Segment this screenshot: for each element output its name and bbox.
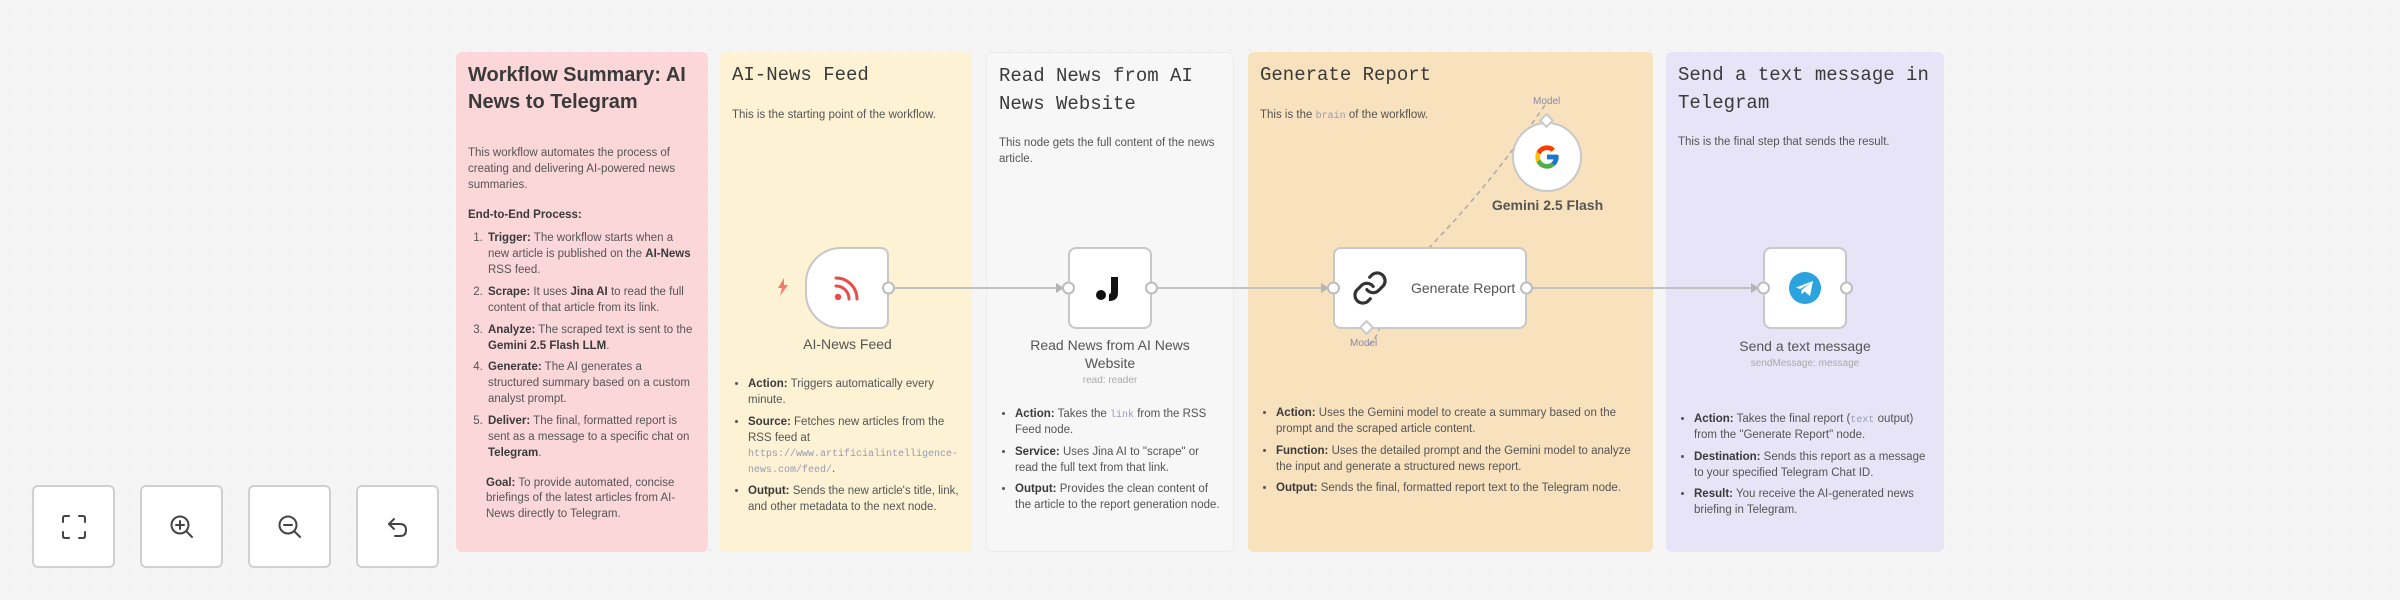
input-port[interactable] xyxy=(1327,281,1340,295)
process-steps: Trigger: The workflow starts when a new … xyxy=(468,231,696,461)
gemini-port-label: Model xyxy=(1533,96,1561,107)
connection-report-to-telegram[interactable] xyxy=(1530,287,1755,289)
arrow-head-icon xyxy=(1751,283,1759,293)
feed-note-intro: This is the starting point of the workfl… xyxy=(732,108,936,121)
node-label: Read News from AI News Website xyxy=(1030,337,1190,372)
model-port-label: Model xyxy=(1350,338,1378,349)
output-port[interactable] xyxy=(1145,281,1158,295)
step-item: Trigger: The workflow starts when a new … xyxy=(486,231,696,279)
sticky-telegram[interactable]: Send a text message in Telegram This is … xyxy=(1666,52,1944,552)
node-subtitle: sendMessage: message xyxy=(1750,358,1860,369)
lightning-trigger-icon xyxy=(778,278,788,296)
bullet-item: Action: Triggers automatically every min… xyxy=(748,377,960,409)
bullet-item: Result: You receive the AI-generated new… xyxy=(1694,487,1932,519)
step-item: Scrape: It uses Jina AI to read the full… xyxy=(486,285,696,317)
arrow-head-icon xyxy=(1321,283,1329,293)
undo-icon xyxy=(387,517,407,537)
jina-icon xyxy=(1096,277,1118,301)
bullet-item: Service: Uses Jina AI to "scrape" or rea… xyxy=(1015,445,1221,477)
telegram-icon xyxy=(1789,272,1821,304)
output-port[interactable] xyxy=(882,281,895,295)
report-note-bullets: Action: Uses the Gemini model to create … xyxy=(1260,406,1641,503)
zoom-in-button[interactable] xyxy=(140,485,223,568)
bullet-item: Function: Uses the detailed prompt and t… xyxy=(1276,444,1641,476)
reader-note-intro: This node gets the full content of the n… xyxy=(999,137,1215,165)
bullet-item: Action: Takes the final report (text out… xyxy=(1694,412,1932,444)
node-generate-report[interactable]: Generate Report xyxy=(1327,247,1533,329)
report-note-title: Generate Report xyxy=(1260,64,1432,86)
node-subtitle: read: reader xyxy=(1082,375,1138,386)
node-ai-news-feed[interactable] xyxy=(805,247,895,329)
output-port[interactable] xyxy=(1520,281,1533,295)
zoom-out-button[interactable] xyxy=(248,485,331,568)
summary-goal: Goal: To provide automated, concise brie… xyxy=(486,476,676,521)
bullet-item: Output: Sends the final, formatted repor… xyxy=(1276,481,1641,497)
google-g-icon xyxy=(1535,145,1559,169)
step-item: Analyze: The scraped text is sent to the… xyxy=(486,323,696,355)
zoom-in-icon xyxy=(170,515,193,538)
rss-icon xyxy=(834,276,859,301)
zoom-out-icon xyxy=(278,515,301,538)
node-label: Generate Report xyxy=(1411,280,1516,296)
input-port[interactable] xyxy=(1062,281,1075,295)
report-note-intro: This is the brain of the workflow. xyxy=(1260,108,1429,122)
bullet-item: Output: Provides the clean content of th… xyxy=(1015,482,1221,514)
bullet-item: Output: Sends the new article's title, l… xyxy=(748,484,960,516)
node-read-news[interactable] xyxy=(1062,247,1158,329)
reader-note-bullets: Action: Takes the link from the RSS Feed… xyxy=(999,407,1221,520)
summary-title: Workflow Summary: AI News to Telegram xyxy=(468,64,686,113)
connection-reader-to-report[interactable] xyxy=(1155,287,1325,289)
feed-note-bullets: Action: Triggers automatically every min… xyxy=(732,377,960,522)
bullet-item: Destination: Sends this report as a mess… xyxy=(1694,450,1932,482)
sticky-ai-news-feed[interactable]: AI-News Feed This is the starting point … xyxy=(720,52,972,552)
input-port[interactable] xyxy=(1757,281,1770,295)
output-port[interactable] xyxy=(1840,281,1853,295)
node-label: Send a text message xyxy=(1739,338,1871,354)
bullet-item: Source: Fetches new articles from the RS… xyxy=(748,415,960,478)
undo-button[interactable] xyxy=(356,485,439,568)
node-telegram[interactable] xyxy=(1757,247,1853,329)
telegram-note-title: Send a text message in Telegram xyxy=(1678,64,1929,114)
fit-view-button[interactable] xyxy=(32,485,115,568)
sticky-workflow-summary[interactable]: Workflow Summary: AI News to Telegram Th… xyxy=(456,52,708,552)
telegram-note-intro: This is the final step that sends the re… xyxy=(1678,136,1890,149)
bullet-item: Action: Uses the Gemini model to create … xyxy=(1276,406,1641,438)
process-heading: End-to-End Process: xyxy=(468,208,582,221)
link-chain-icon xyxy=(1353,271,1387,305)
fit-view-icon xyxy=(61,514,86,539)
summary-intro: This workflow automates the process of c… xyxy=(468,147,676,191)
reader-note-title: Read News from AI News Website xyxy=(999,65,1193,115)
node-label: AI-News Feed xyxy=(803,336,892,352)
step-item: Deliver: The final, formatted report is … xyxy=(486,414,696,462)
node-label: Gemini 2.5 Flash xyxy=(1491,197,1604,213)
node-gemini[interactable] xyxy=(1512,122,1582,192)
step-item: Generate: The AI generates a structured … xyxy=(486,360,696,408)
bullet-item: Action: Takes the link from the RSS Feed… xyxy=(1015,407,1221,439)
feed-note-title: AI-News Feed xyxy=(732,64,869,86)
telegram-note-bullets: Action: Takes the final report (text out… xyxy=(1678,412,1932,525)
connection-rss-to-reader[interactable] xyxy=(890,287,1060,289)
arrow-head-icon xyxy=(1056,283,1064,293)
